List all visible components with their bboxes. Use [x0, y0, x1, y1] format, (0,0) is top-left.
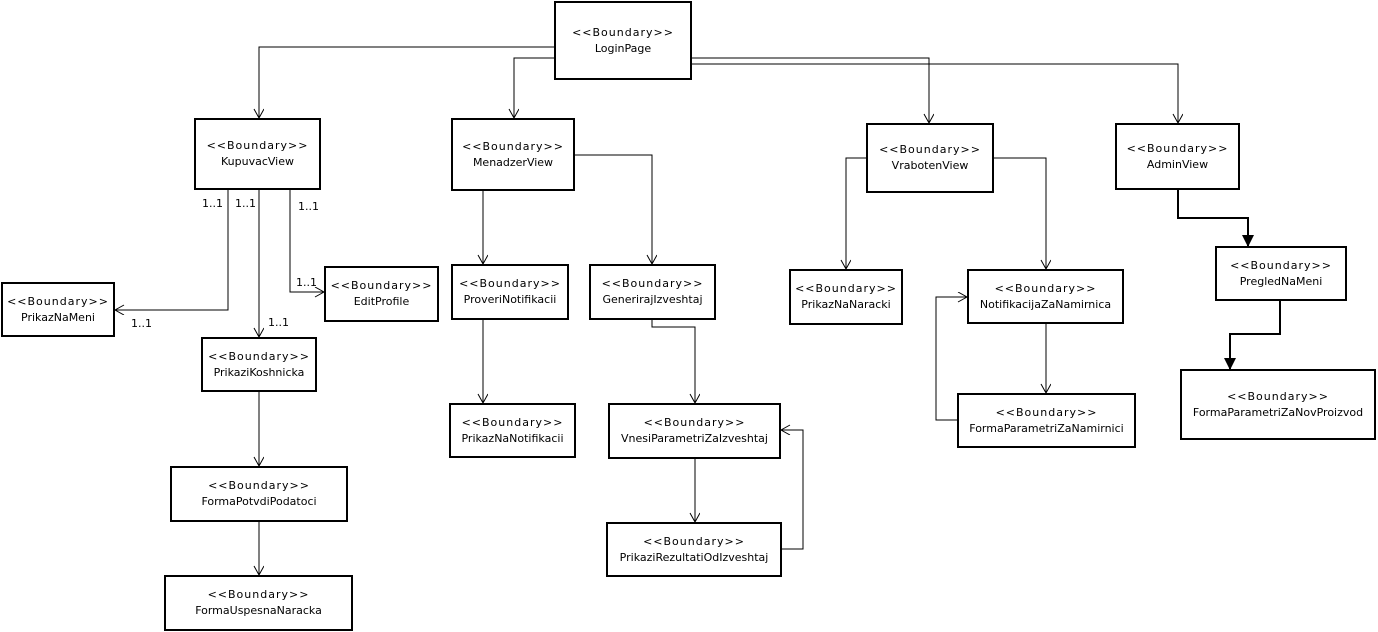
stereotype-label: <<Boundary>> — [572, 25, 674, 39]
node-label: PrikaziKoshnicka — [213, 365, 305, 379]
node-label: FormaParametriZaNamirnici — [969, 421, 1124, 435]
node-vnesiparametrizaizveshtaj: <<Boundary>> VnesiParametriZaIzveshtaj — [608, 403, 781, 459]
stereotype-label: <<Boundary>> — [7, 294, 109, 308]
stereotype-label: <<Boundary>> — [208, 349, 310, 363]
node-label: ProveriNotifikacii — [463, 293, 557, 306]
node-label: PrikazNaNaracki — [801, 298, 891, 311]
node-label: PrikaziRezultatiOdIzveshtaj — [619, 550, 769, 564]
stereotype-label: <<Boundary>> — [1230, 258, 1332, 272]
node-label: PrikazNaMeni — [21, 310, 95, 324]
node-generirajizveshtaj: <<Boundary>> GenerirajIzveshtaj — [589, 264, 716, 320]
edge-kupuvac-prikaznameni — [115, 190, 229, 310]
node-formauspesnanaracka: <<Boundary>> FormaUspesnaNaracka — [164, 575, 353, 631]
node-prikazirezultatiodizveshtaj: <<Boundary>> PrikaziRezultatiOdIzveshtaj — [606, 522, 782, 577]
node-notifikacijazanamirnica: <<Boundary>> NotifikacijaZaNamirnica — [967, 269, 1124, 324]
node-label: VnesiParametriZaIzveshtaj — [621, 432, 768, 445]
edge-generiraj-vnesi — [651, 320, 695, 403]
edge-forma-notifnamirnica — [935, 297, 967, 421]
edge-login-vraboten — [692, 57, 929, 123]
node-editprofile: <<Boundary>> EditProfile — [324, 266, 439, 322]
node-label: FormaParametriZaNovProizvod — [1192, 405, 1364, 419]
stereotype-label: <<Boundary>> — [643, 534, 745, 548]
multiplicity-label: 1..1 — [296, 276, 317, 289]
node-label: PrikazNaNotifikacii — [461, 431, 564, 445]
node-label: NotifikacijaZaNamirnica — [979, 297, 1112, 311]
stereotype-label: <<Boundary>> — [795, 282, 897, 295]
stereotype-label: <<Boundary>> — [601, 277, 704, 290]
node-adminview: <<Boundary>> AdminView — [1115, 123, 1240, 190]
node-prikazikoshnicka: <<Boundary>> PrikaziKoshnicka — [201, 337, 317, 392]
node-label: AdminView — [1146, 157, 1209, 171]
edge-admin-pregled — [1177, 190, 1254, 247]
node-loginpage: <<Boundary>> LoginPage — [554, 1, 692, 80]
node-formaparametrizanovproizvod: <<Boundary>> FormaParametriZaNovProizvod — [1180, 369, 1376, 440]
stereotype-label: <<Boundary>> — [207, 588, 310, 601]
node-label: FormaPotvdiPodatoci — [201, 495, 317, 508]
multiplicity-label: 1..1 — [268, 316, 289, 329]
edge-vraboten-naracki — [846, 157, 866, 269]
node-label: VrabotenView — [891, 159, 969, 172]
multiplicity-label: 1..1 — [202, 197, 223, 210]
stereotype-label: <<Boundary>> — [879, 143, 981, 156]
edge-vraboten-notifnamirnica — [993, 157, 1046, 269]
stereotype-label: <<Boundary>> — [643, 416, 746, 429]
node-label: MenadzerView — [472, 155, 554, 169]
node-label: KupuvacView — [221, 155, 294, 168]
node-prikaznanotifikacii: <<Boundary>> PrikazNaNotifikacii — [449, 403, 576, 458]
edge-login-menadzer — [514, 57, 555, 118]
stereotype-label: <<Boundary>> — [995, 405, 1098, 419]
node-prikaznanaracki: <<Boundary>> PrikazNaNaracki — [789, 269, 903, 325]
multiplicity-label: 1..1 — [235, 197, 256, 210]
stereotype-label: <<Boundary>> — [208, 479, 310, 492]
node-kupuvacview: <<Boundary>> KupuvacView — [194, 118, 321, 190]
edge-login-kupuvac — [259, 46, 555, 118]
node-proverinotifikacii: <<Boundary>> ProveriNotifikacii — [451, 264, 569, 320]
edge-login-admin — [692, 63, 1178, 123]
stereotype-label: <<Boundary>> — [1126, 141, 1229, 155]
stereotype-label: <<Boundary>> — [459, 277, 561, 290]
node-formapotvdipodatoci: <<Boundary>> FormaPotvdiPodatoci — [170, 466, 348, 522]
node-label: PregledNaMeni — [1239, 274, 1323, 288]
stereotype-label: <<Boundary>> — [1227, 389, 1329, 403]
multiplicity-label: 1..1 — [298, 200, 319, 213]
node-prikaznameni: <<Boundary>> PrikazNaMeni — [1, 282, 115, 337]
stereotype-label: <<Boundary>> — [330, 279, 433, 292]
node-label: FormaUspesnaNaracka — [195, 604, 322, 617]
node-label: LoginPage — [594, 41, 652, 55]
edge-kupuvac-editprofile — [289, 190, 324, 292]
node-menadzerview: <<Boundary>> MenadzerView — [451, 118, 575, 191]
edge-pregled-novproizvod — [1224, 301, 1281, 370]
node-formaparametrizanamirnici: <<Boundary>> FormaParametriZaNamirnici — [957, 393, 1136, 448]
multiplicity-label: 1..1 — [131, 317, 152, 330]
edge-rezultati-vnesi — [781, 430, 804, 550]
stereotype-label: <<Boundary>> — [994, 281, 1097, 295]
node-label: GenerirajIzveshtaj — [602, 293, 703, 306]
stereotype-label: <<Boundary>> — [461, 415, 564, 429]
node-label: EditProfile — [353, 295, 410, 308]
node-preglednameni: <<Boundary>> PregledNaMeni — [1215, 246, 1347, 301]
stereotype-label: <<Boundary>> — [206, 139, 309, 152]
node-vrabotenview: <<Boundary>> VrabotenView — [866, 123, 994, 193]
edge-menadzer-generiraj — [575, 154, 652, 264]
stereotype-label: <<Boundary>> — [462, 139, 564, 153]
